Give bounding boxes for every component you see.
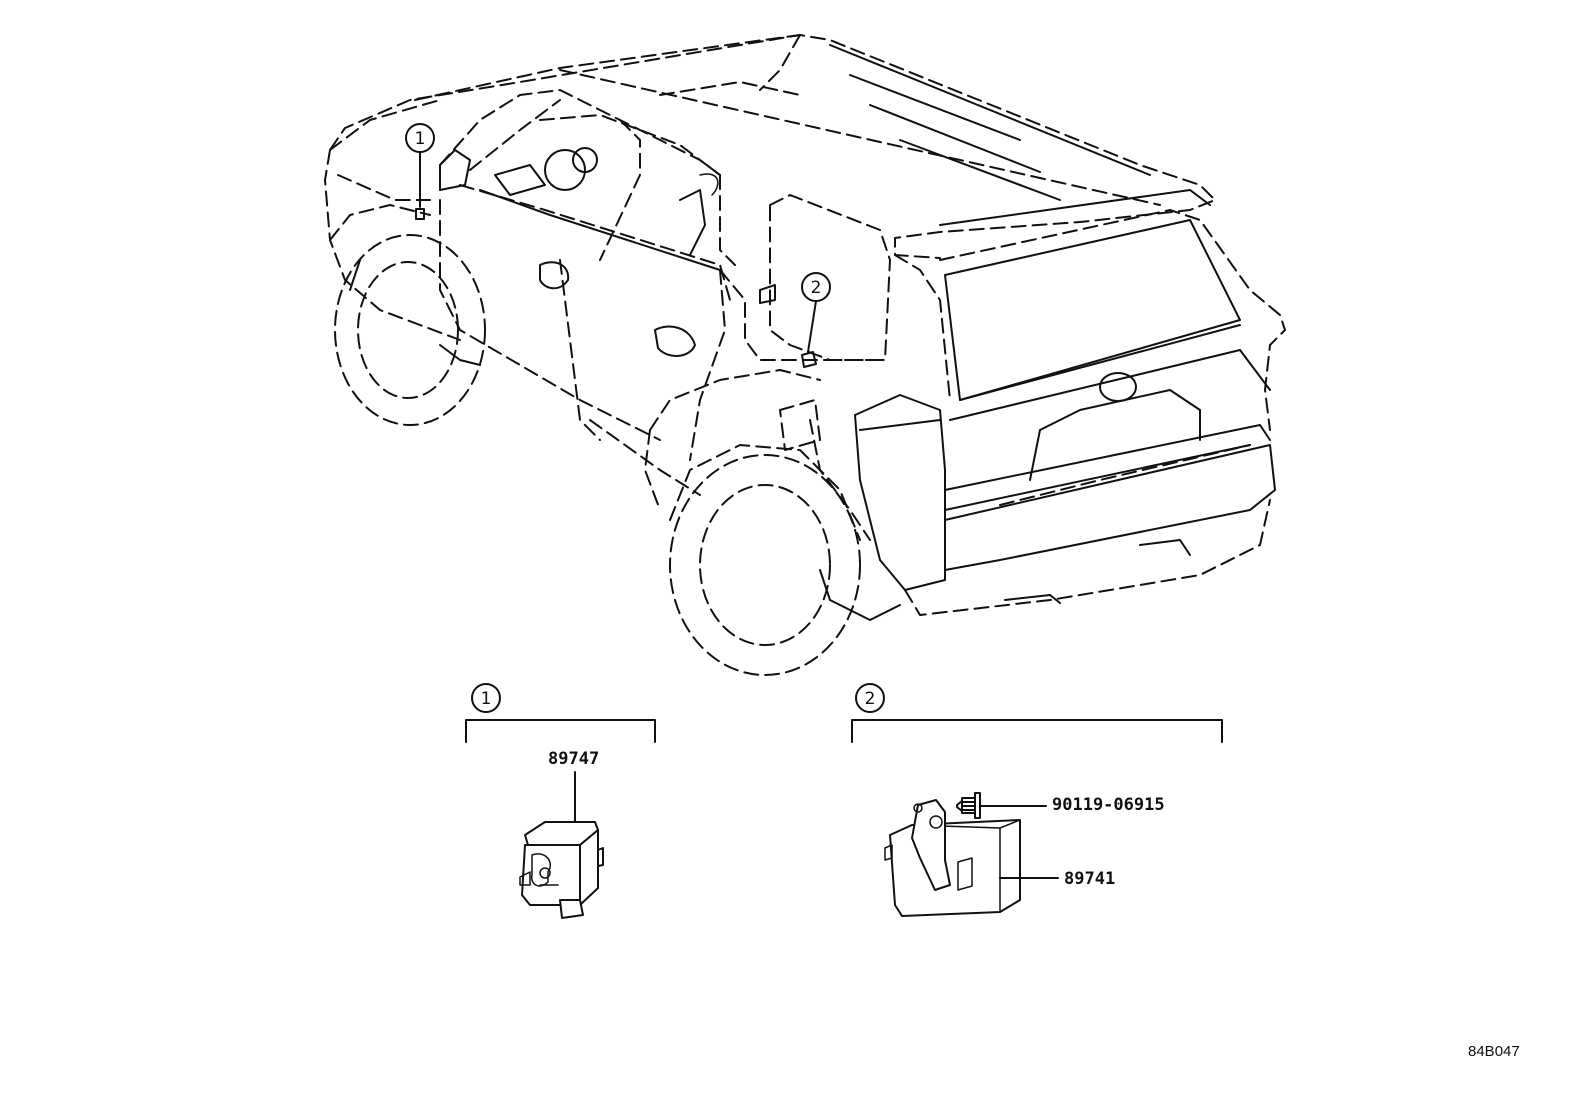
part-number-89747: 89747: [548, 749, 599, 769]
svg-text:1: 1: [481, 689, 492, 709]
svg-text:2: 2: [811, 278, 822, 298]
group-2-bracket: 2: [851, 683, 1223, 743]
part-number-90119-06915: 90119-06915: [1052, 795, 1165, 815]
group-1-bracket: 1: [465, 683, 656, 743]
svg-text:2: 2: [865, 689, 876, 709]
sensor-2-location-marker: [801, 351, 817, 368]
callout-1-on-vehicle: 1: [405, 123, 435, 208]
svg-text:1: 1: [415, 129, 426, 149]
vehicle-outline: [324, 34, 1286, 676]
sensor-89741-illustration: [884, 799, 1021, 917]
callout-2-on-vehicle: 2: [801, 272, 831, 353]
sensor-1-location-marker: [415, 208, 425, 220]
diagram-reference-code: 84B047: [1468, 1043, 1520, 1060]
bolt-90119-06915-illustration: [956, 792, 981, 819]
sensor-89747-illustration: [519, 821, 604, 919]
part-number-89741: 89741: [1064, 869, 1115, 889]
